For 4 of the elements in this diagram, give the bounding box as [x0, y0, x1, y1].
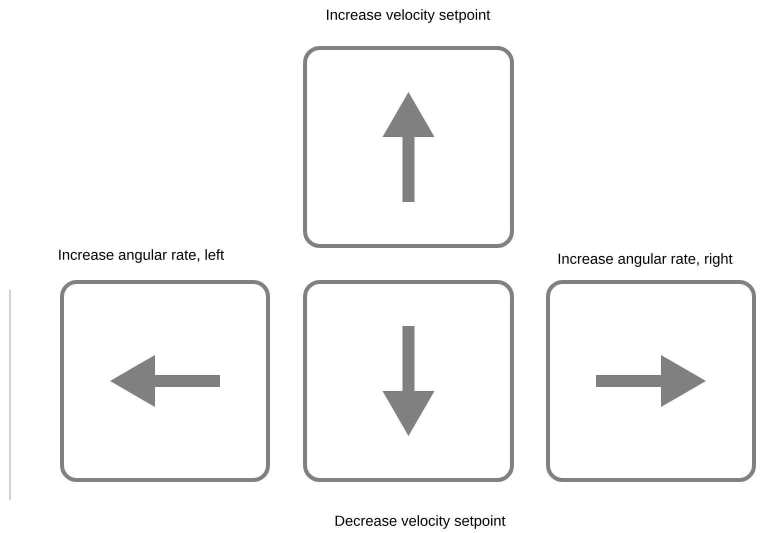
- key-label: Decrease velocity setpoint: [336, 515, 506, 529]
- key-label: Increase angular rate, left: [59, 249, 224, 263]
- key-label: Increase angular rate, right: [558, 253, 732, 267]
- key-label: Increase velocity setpoint: [327, 9, 490, 23]
